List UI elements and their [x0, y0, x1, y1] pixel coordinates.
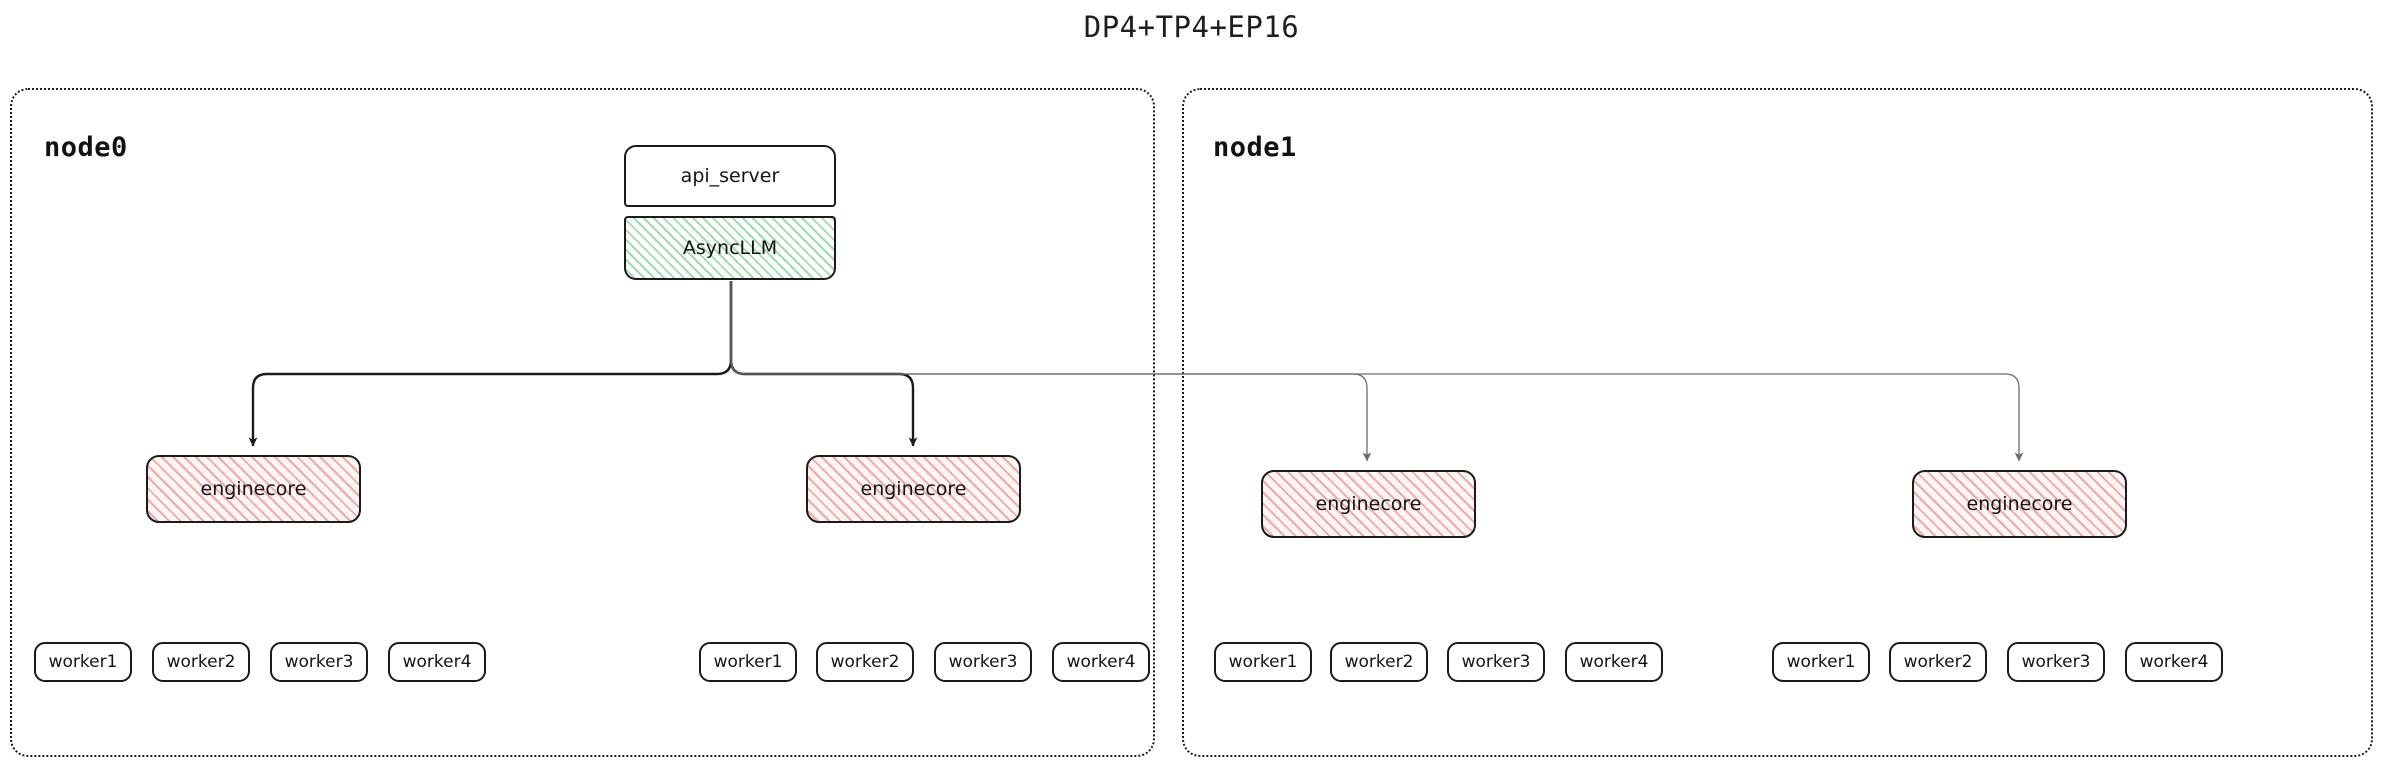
- node-worker-label: worker4: [1579, 651, 1649, 672]
- node-worker-label: worker1: [48, 651, 118, 672]
- node-api-server[interactable]: api_server: [624, 145, 836, 207]
- node-worker-label: worker4: [2139, 651, 2209, 672]
- node-worker-label: worker2: [1344, 651, 1414, 672]
- node-worker[interactable]: worker2: [1889, 642, 1987, 682]
- node-worker-label: worker3: [948, 651, 1018, 672]
- node-enginecore[interactable]: enginecore: [146, 455, 361, 523]
- subgraph-node0-label: node0: [44, 132, 128, 163]
- node-worker-label: worker2: [166, 651, 236, 672]
- node-enginecore[interactable]: enginecore: [1912, 470, 2127, 538]
- node-worker[interactable]: worker4: [388, 642, 486, 682]
- node-worker[interactable]: worker3: [2007, 642, 2105, 682]
- node-api-server-label: api_server: [680, 164, 780, 187]
- node-worker-label: worker3: [284, 651, 354, 672]
- node-worker[interactable]: worker1: [1772, 642, 1870, 682]
- node-worker[interactable]: worker1: [699, 642, 797, 682]
- subgraph-node1-label: node1: [1213, 132, 1297, 163]
- node-enginecore-label: enginecore: [1966, 492, 2073, 515]
- node-worker-label: worker4: [1066, 651, 1136, 672]
- node-worker[interactable]: worker3: [1447, 642, 1545, 682]
- node-worker-label: worker2: [830, 651, 900, 672]
- node-worker-label: worker1: [1786, 651, 1856, 672]
- node-enginecore-label: enginecore: [200, 477, 307, 500]
- node-worker-label: worker3: [2021, 651, 2091, 672]
- node-worker[interactable]: worker3: [934, 642, 1032, 682]
- node-enginecore[interactable]: enginecore: [1261, 470, 1476, 538]
- node-worker[interactable]: worker4: [2125, 642, 2223, 682]
- node-worker[interactable]: worker3: [270, 642, 368, 682]
- node-worker[interactable]: worker4: [1052, 642, 1150, 682]
- page-title: DP4+TP4+EP16: [1083, 10, 1300, 44]
- node-worker[interactable]: worker1: [1214, 642, 1312, 682]
- node-worker[interactable]: worker1: [34, 642, 132, 682]
- node-enginecore-label: enginecore: [860, 477, 967, 500]
- node-worker[interactable]: worker2: [816, 642, 914, 682]
- node-enginecore[interactable]: enginecore: [806, 455, 1021, 523]
- node-worker-label: worker3: [1461, 651, 1531, 672]
- node-worker-label: worker4: [402, 651, 472, 672]
- node-worker[interactable]: worker4: [1565, 642, 1663, 682]
- node-enginecore-label: enginecore: [1315, 492, 1422, 515]
- node-worker[interactable]: worker2: [1330, 642, 1428, 682]
- node-async-llm-label: AsyncLLM: [682, 236, 778, 259]
- node-async-llm[interactable]: AsyncLLM: [624, 216, 836, 280]
- node-worker-label: worker2: [1903, 651, 1973, 672]
- node-worker[interactable]: worker2: [152, 642, 250, 682]
- node-worker-label: worker1: [1228, 651, 1298, 672]
- node-worker-label: worker1: [713, 651, 783, 672]
